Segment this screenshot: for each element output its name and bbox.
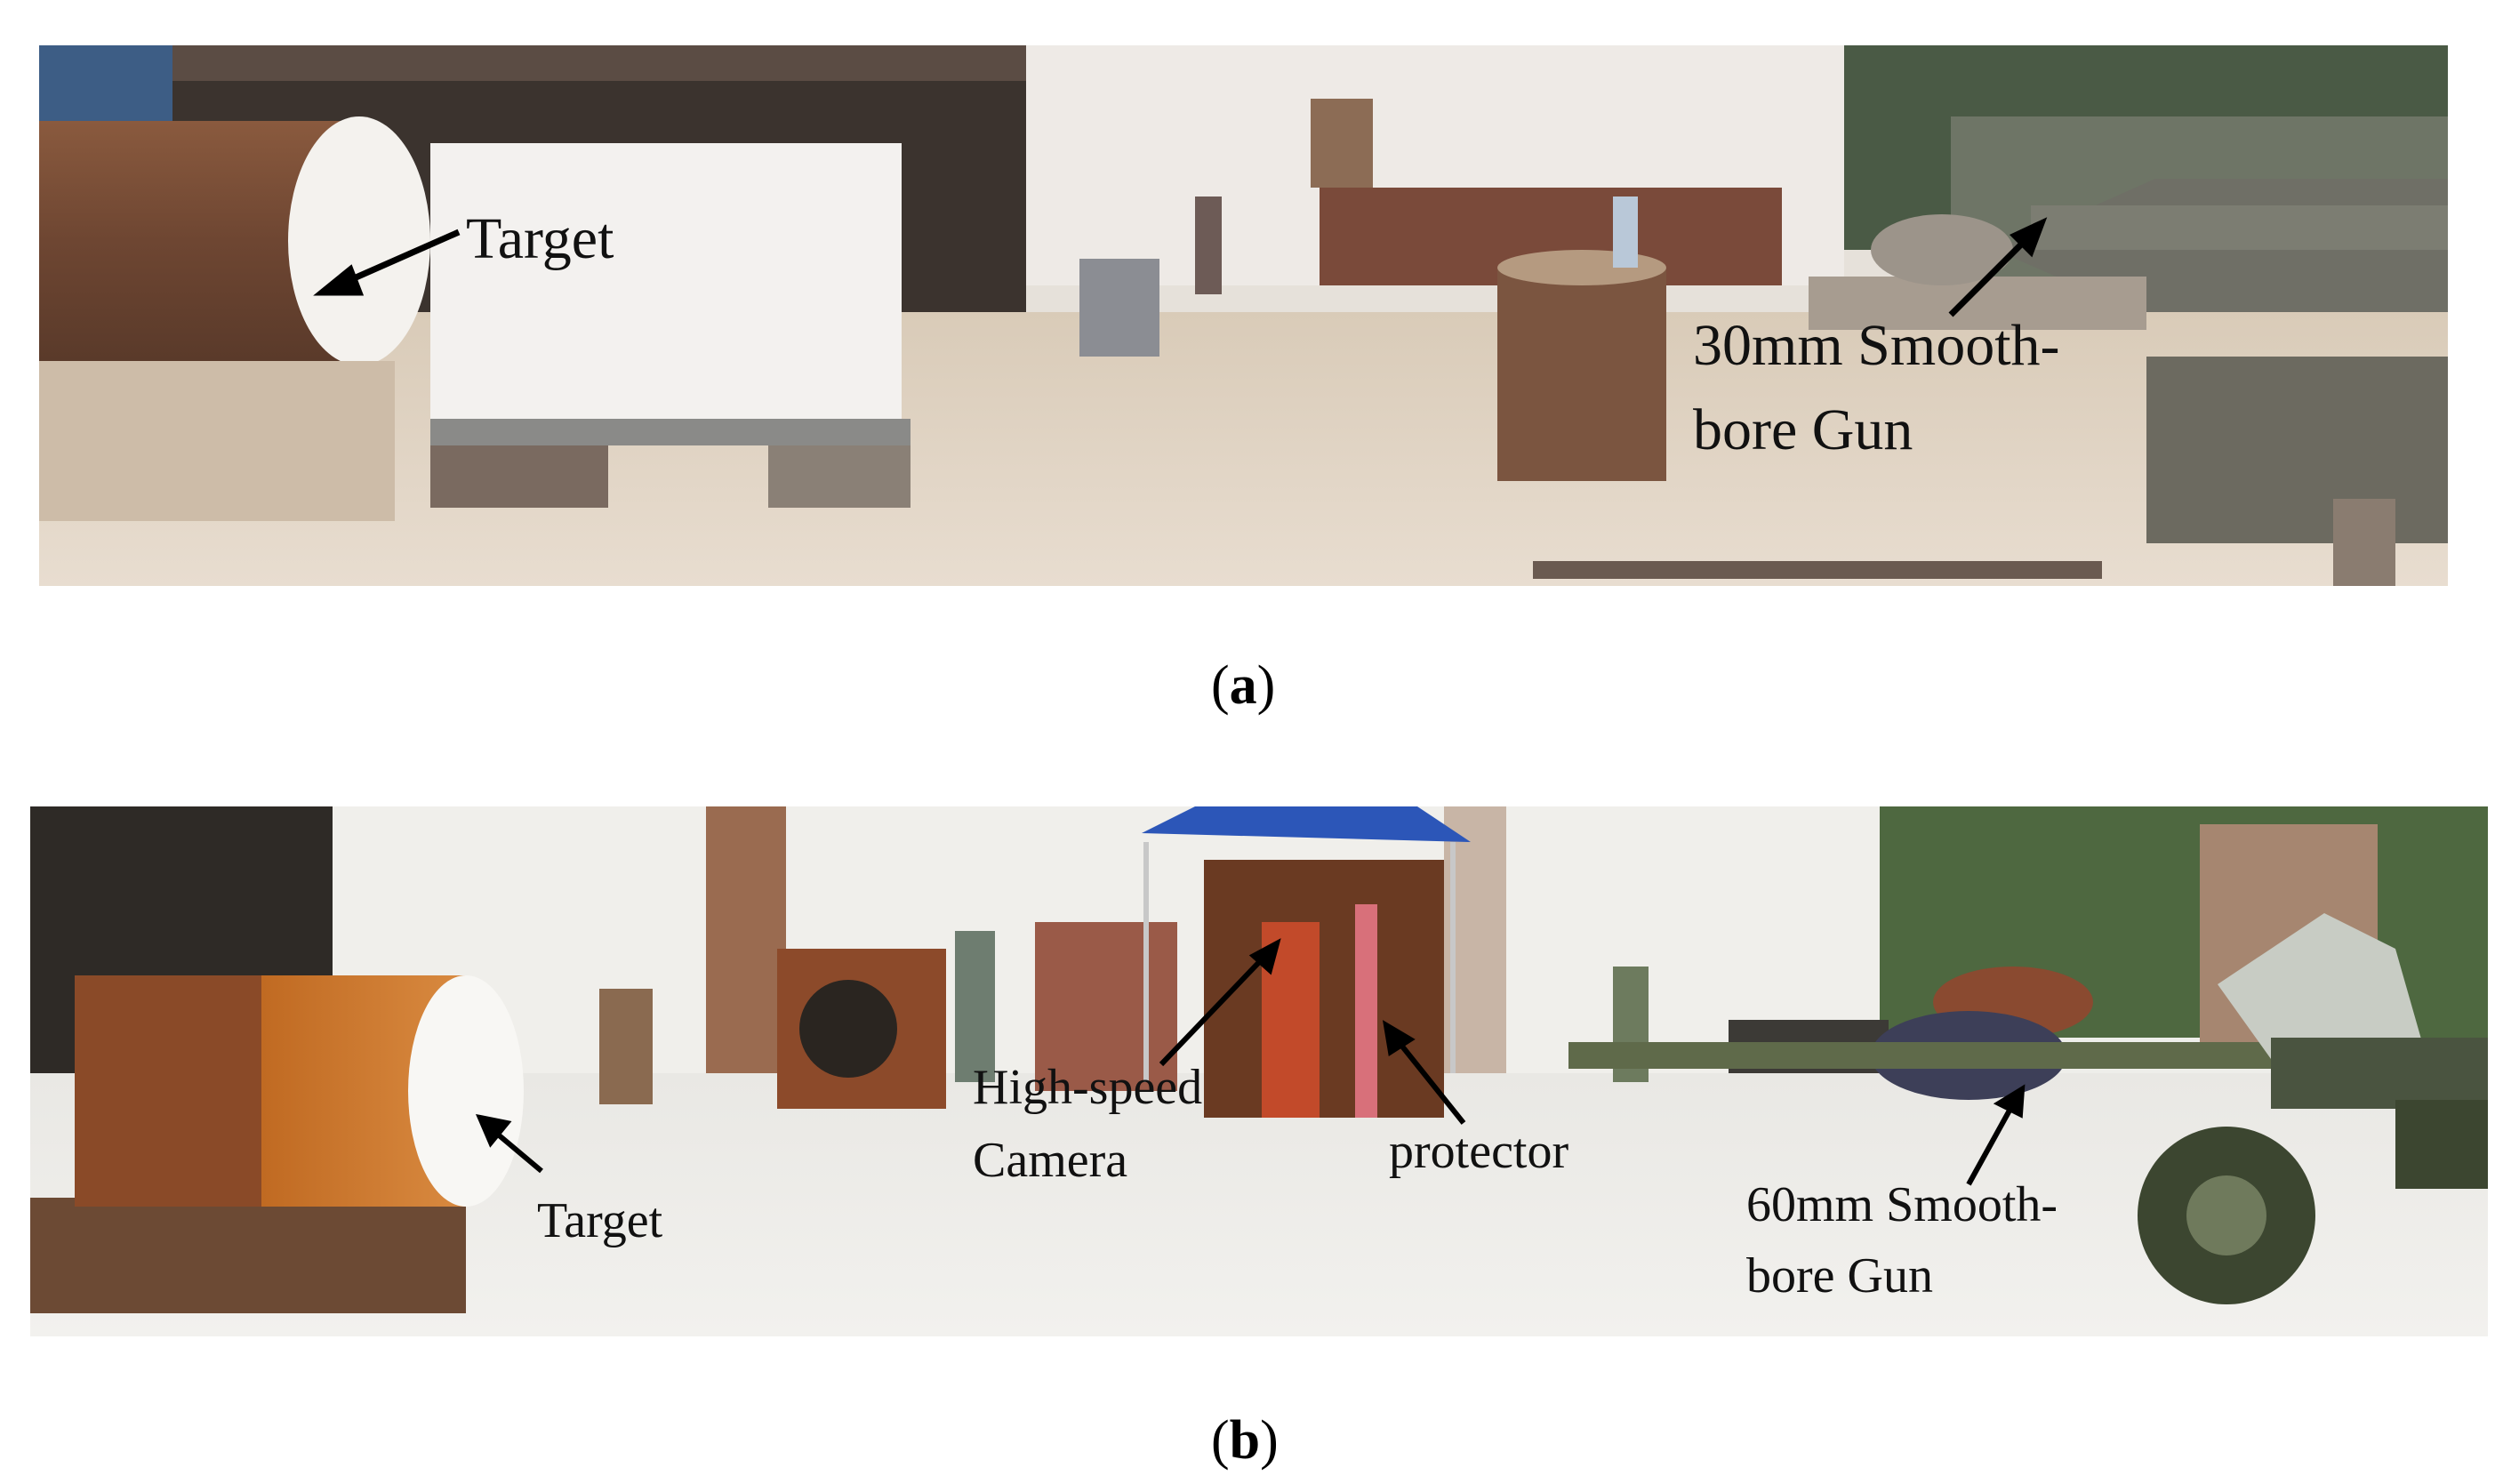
arrow-b-target — [475, 1113, 543, 1174]
label-b-gun-line2: bore Gun — [1746, 1248, 1933, 1304]
photo-panel-b: Target High-speed Camera protector 60mm … — [30, 806, 2488, 1336]
label-a-target: Target — [466, 206, 614, 271]
caption-b: (b) — [1211, 1410, 1279, 1471]
caption-b-letter: b — [1229, 1410, 1261, 1471]
arrow-a-target — [313, 229, 461, 296]
photo-b-scene — [30, 806, 2488, 1336]
label-b-camera-line1: High-speed — [973, 1060, 1203, 1115]
arrow-b-gun — [1966, 1084, 2026, 1186]
photo-panel-a: Target 30mm Smooth- bore Gun — [39, 45, 2448, 586]
label-a-gun-line2: bore Gun — [1693, 397, 1913, 462]
label-b-protector: protector — [1389, 1124, 1569, 1179]
photo-a-scene — [39, 45, 2448, 586]
label-b-target: Target — [537, 1193, 663, 1248]
label-b-gun-line1: 60mm Smooth- — [1746, 1177, 2058, 1232]
caption-a: (a) — [1211, 655, 1276, 716]
caption-a-letter: a — [1229, 655, 1257, 716]
arrow-b-protector — [1382, 1020, 1466, 1125]
label-a-gun-line1: 30mm Smooth- — [1693, 313, 2060, 378]
arrow-b-camera — [1159, 938, 1281, 1067]
arrow-a-gun — [1948, 217, 2048, 317]
label-b-camera-line2: Camera — [973, 1133, 1128, 1188]
